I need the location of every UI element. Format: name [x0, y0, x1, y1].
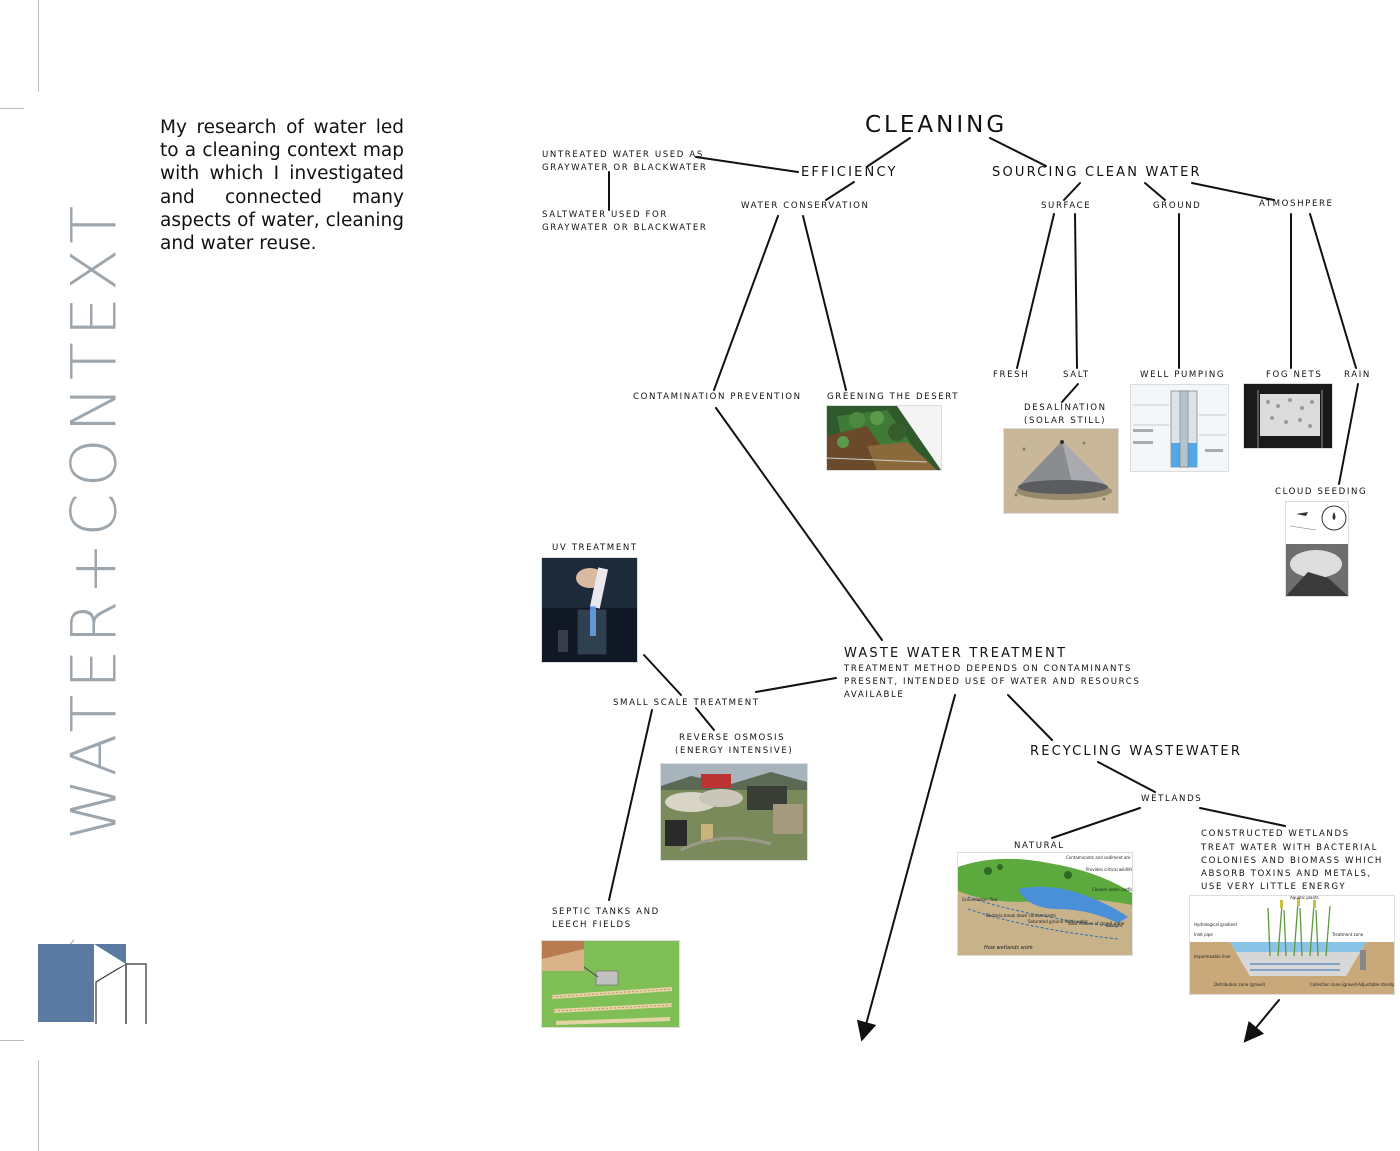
node-greening-desert: GREENING THE DESERT: [827, 392, 960, 402]
natural-diagram-label-6: Slow release of stored water: [1068, 921, 1125, 926]
natural-diagram-label-8: How wetlands work: [984, 945, 1034, 951]
reverse-osmosis-photo: [660, 763, 808, 861]
line-efficiency-conservation: [825, 181, 855, 201]
line-sourcing-surface: [1063, 182, 1081, 201]
wwt-desc-1: TREATMENT METHOD DEPENDS ON CONTAMINANTS: [844, 664, 1132, 674]
natural-diagram-label-1: Provides critical wildlife habitat: [1086, 867, 1133, 872]
constructed-diagram-label-4: Impermeable liner: [1194, 954, 1231, 959]
cloud-seeding-photo: [1285, 501, 1349, 597]
constructed-diagram-label-6: Collection zone (gravel): [1310, 982, 1358, 987]
node-water-conservation: WATER CONSERVATION: [741, 201, 870, 211]
constructed-diagram-label-3: Inlet pipe: [1194, 932, 1213, 937]
line-cleaning-efficiency: [867, 137, 911, 167]
natural-diagram-label-2: Cleaner water outflow: [1092, 887, 1133, 892]
node-waste-water-treatment: WASTE WATER TREATMENT: [844, 646, 1068, 661]
node-fog-nets: FOG NETS: [1266, 370, 1323, 380]
node-efficiency: EFFICIENCY: [801, 165, 898, 180]
node-septic-1: SEPTIC TANKS AND: [552, 907, 660, 917]
trim-line-bottom-horizontal: [0, 1040, 24, 1041]
node-saltwater-1: SALTWATER USED FOR: [542, 210, 668, 220]
arrow-wastewater-down: [856, 694, 956, 1042]
uv-treatment-photo: [541, 557, 638, 663]
natural-diagram-label-0: Contaminants and sediment are filtered: [1066, 855, 1133, 860]
natural-diagram-label-7: Streams: [1106, 923, 1123, 928]
node-natural: NATURAL: [1014, 841, 1065, 851]
constructed-diagram-label-5: Distribution zone (gravel): [1214, 982, 1266, 987]
solar-still-photo: [1003, 428, 1119, 514]
node-saltwater-2: GRAYWATER OR BLACKWATER: [542, 223, 708, 233]
node-reverse-osmosis-2: (ENERGY INTENSIVE): [675, 746, 794, 756]
line-sourcing-atmosphere: [1191, 182, 1275, 201]
node-desalination-2: (SOLAR STILL): [1024, 416, 1107, 426]
m-logo: [38, 939, 147, 1024]
node-constructed-2: TREAT WATER WITH BACTERIAL: [1201, 843, 1379, 853]
line-recycling-wetlands: [1097, 761, 1156, 793]
trim-line-bottom-vertical: [38, 1060, 39, 1151]
node-atmosphere: ATMOSHPERE: [1259, 199, 1334, 209]
node-reverse-osmosis-1: REVERSE OSMOSIS: [679, 733, 786, 743]
line-wetlands-natural: [1051, 807, 1141, 839]
line-sourcing-ground: [1144, 182, 1166, 201]
node-rain: RAIN: [1344, 370, 1371, 380]
line-conservation-contamination: [713, 215, 779, 391]
line-atmosphere-rain: [1309, 213, 1357, 369]
line-wastewater-recycling: [1007, 694, 1053, 741]
node-constructed-5: USE VERY LITTLE ENERGY: [1201, 882, 1347, 892]
line-smallscale-ro: [695, 707, 715, 731]
line-efficiency-untreated: [695, 156, 799, 173]
node-untreated-2: GRAYWATER OR BLACKWATER: [542, 163, 708, 173]
constructed-diagram-label-1: Hydrological gradient: [1194, 922, 1237, 927]
natural-diagram-label-4: Bacteria break down contaminants: [986, 913, 1056, 918]
node-cleaning: CLEANING: [865, 112, 1008, 138]
constructed-diagram-label-0: Aquatic plants: [1290, 895, 1319, 900]
node-sourcing-clean-water: SOURCING CLEAN WATER: [992, 165, 1202, 180]
line-salt-desalination: [1061, 383, 1079, 403]
line-rain-cloudseeding: [1338, 383, 1359, 485]
constructed-diagram-label-7: Adjustable standpipe: [1358, 982, 1395, 987]
constructed-diagram-label-2: Treatment zone: [1331, 932, 1364, 937]
node-desalination-1: DESALINATION: [1024, 403, 1107, 413]
page-number: 11: [43, 1024, 67, 1037]
fog-nets-photo: [1243, 383, 1333, 449]
line-surface-salt: [1074, 213, 1078, 369]
node-surface: SURFACE: [1041, 201, 1092, 211]
natural-diagram-label-5: Saturated ground holds water: [1028, 919, 1088, 924]
node-uv-treatment: UV TREATMENT: [552, 543, 638, 553]
node-untreated-1: UNTREATED WATER USED AS: [542, 150, 704, 160]
intro-paragraph: My research of water led to a cleaning c…: [160, 117, 404, 255]
line-conservation-greening: [802, 215, 847, 391]
constructed-wetland-diagram: Aquatic plants Hydrological gradient Tre…: [1189, 895, 1395, 995]
line-uv-smallscale: [643, 654, 682, 696]
node-constructed-3: COLONIES AND BIOMASS WHICH: [1201, 856, 1383, 866]
node-constructed-1: CONSTRUCTED WETLANDS: [1201, 829, 1350, 839]
wwt-desc-3: AVAILABLE: [844, 690, 905, 700]
node-ground: GROUND: [1153, 201, 1202, 211]
node-small-scale-treatment: SMALL SCALE TREATMENT: [613, 698, 760, 708]
node-cloud-seeding: CLOUD SEEDING: [1275, 487, 1368, 497]
line-contamination-wastewater: [715, 407, 883, 641]
line-cleaning-sourcing: [989, 137, 1047, 167]
line-surface-fresh: [1016, 213, 1055, 369]
node-septic-2: LEECH FIELDS: [552, 920, 632, 930]
well-pumping-diagram: [1130, 384, 1229, 472]
line-wetlands-constructed: [1199, 807, 1286, 827]
wwt-desc-2: PRESENT, INTENDED USE OF WATER AND RESOU…: [844, 677, 1141, 687]
node-recycling-wastewater: RECYCLING WASTEWATER: [1030, 744, 1243, 759]
greening-desert-photo: [826, 405, 942, 471]
natural-wetland-diagram: Contaminants and sediment are filtered P…: [957, 852, 1133, 956]
line-smallscale-septic: [608, 709, 653, 901]
line-wastewater-smallscale: [755, 677, 837, 693]
natural-diagram-label-3: Groundwater flow: [962, 897, 998, 902]
node-well-pumping: WELL PUMPING: [1140, 370, 1226, 380]
node-fresh: FRESH: [993, 370, 1030, 380]
node-contamination-prevention: CONTAMINATION PREVENTION: [633, 392, 802, 402]
node-constructed-4: ABSORB TOXINS AND METALS,: [1201, 869, 1372, 879]
trim-line-top-vertical: [38, 0, 39, 92]
node-wetlands: WETLANDS: [1141, 794, 1203, 804]
trim-line-top-horizontal: [0, 108, 24, 109]
arrow-constructed-down: [1243, 999, 1280, 1043]
node-salt: SALT: [1063, 370, 1090, 380]
septic-tanks-diagram: [541, 940, 680, 1028]
